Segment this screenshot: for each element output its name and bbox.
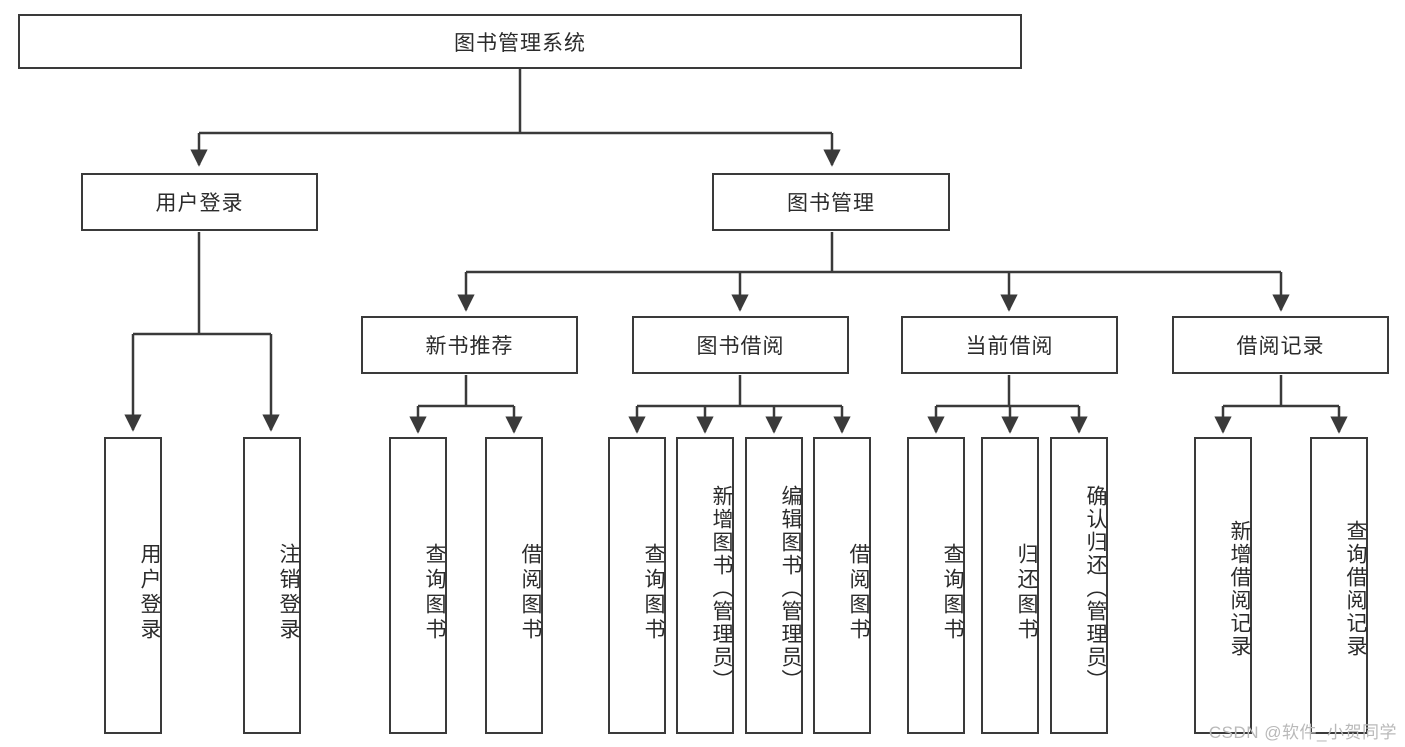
node-book-manage-label: 图书管理	[787, 192, 875, 215]
leaf-label: 查询借阅记录	[1344, 519, 1367, 658]
leaf-label: 用户登录	[138, 542, 161, 643]
leaf-label: 借阅图书	[519, 542, 542, 643]
leaf-label: 查询图书	[941, 542, 964, 643]
leaf-label: 编辑图书（管理员）	[779, 485, 802, 692]
leaf-new-book-borrow[interactable]: 借阅图书	[485, 437, 543, 734]
node-new-book-recommend[interactable]: 新书推荐	[361, 316, 578, 374]
leaf-book-borrow-query[interactable]: 查询图书	[608, 437, 666, 734]
leaf-label: 新增图书（管理员）	[710, 485, 733, 692]
leaf-label: 归还图书	[1015, 542, 1038, 643]
node-user-login-label: 用户登录	[155, 192, 244, 215]
leaf-new-book-query[interactable]: 查询图书	[389, 437, 447, 734]
leaf-current-borrow-query[interactable]: 查询图书	[907, 437, 965, 734]
leaf-book-borrow-edit[interactable]: 编辑图书（管理员）	[745, 437, 803, 734]
leaf-current-borrow-return[interactable]: 归还图书	[981, 437, 1039, 734]
node-root[interactable]: 图书管理系统	[18, 14, 1022, 69]
leaf-book-borrow-add[interactable]: 新增图书（管理员）	[676, 437, 734, 734]
leaf-user-login-login[interactable]: 用户登录	[104, 437, 162, 734]
leaf-label: 查询图书	[423, 542, 446, 643]
node-borrow-record-label: 借阅记录	[1236, 335, 1325, 358]
leaf-label: 注销登录	[277, 542, 300, 643]
leaf-user-login-logout[interactable]: 注销登录	[243, 437, 301, 734]
node-book-borrow[interactable]: 图书借阅	[632, 316, 849, 374]
node-root-label: 图书管理系统	[454, 31, 586, 55]
leaf-borrow-record-add[interactable]: 新增借阅记录	[1194, 437, 1252, 734]
leaf-label: 查询图书	[642, 542, 665, 643]
node-user-login[interactable]: 用户登录	[81, 173, 318, 231]
node-current-borrow-label: 当前借阅	[965, 335, 1054, 358]
leaf-label: 新增借阅记录	[1228, 519, 1251, 658]
leaf-borrow-record-query[interactable]: 查询借阅记录	[1310, 437, 1368, 734]
leaf-book-borrow-borrow[interactable]: 借阅图书	[813, 437, 871, 734]
watermark: CSDN @软件_小贺同学	[1208, 723, 1397, 742]
node-book-manage[interactable]: 图书管理	[712, 173, 950, 231]
leaf-label: 借阅图书	[847, 542, 870, 643]
node-new-book-recommend-label: 新书推荐	[425, 335, 514, 358]
node-borrow-record[interactable]: 借阅记录	[1172, 316, 1389, 374]
node-current-borrow[interactable]: 当前借阅	[901, 316, 1118, 374]
node-book-borrow-label: 图书借阅	[696, 335, 785, 358]
leaf-label: 确认归还（管理员）	[1084, 485, 1107, 692]
leaf-current-borrow-confirm[interactable]: 确认归还（管理员）	[1050, 437, 1108, 734]
